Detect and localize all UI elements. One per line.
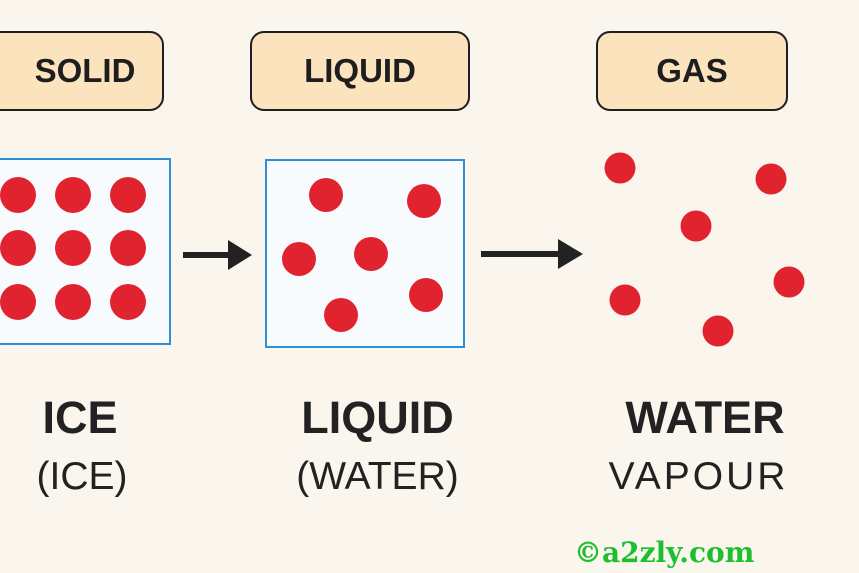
arrow-right-icon	[481, 239, 583, 269]
solid-particle	[0, 284, 36, 320]
solid-label: SOLID	[0, 31, 164, 111]
solid-particle	[110, 177, 146, 213]
liquid-particle	[407, 184, 441, 218]
liquid-particle	[409, 278, 443, 312]
watermark: ©a2zly.com	[574, 536, 755, 569]
gas-particle	[680, 210, 712, 242]
gas-particle	[755, 163, 787, 195]
liquid-subtitle: (WATER)	[296, 455, 459, 498]
liquid-particle	[354, 237, 388, 271]
gas-particle	[773, 266, 805, 298]
solid-particle	[0, 177, 36, 213]
liquid-title: LIQUID	[301, 392, 454, 443]
gas-subtitle: VAPOUR	[608, 455, 789, 498]
liquid-label: LIQUID	[250, 31, 470, 111]
solid-particle	[110, 230, 146, 266]
gas-particle	[609, 284, 641, 316]
ice-title: ICE	[42, 392, 118, 443]
arrow-right-icon	[183, 240, 252, 270]
liquid-particle	[282, 242, 316, 276]
solid-particle	[55, 284, 91, 320]
solid-particle	[110, 284, 146, 320]
gas-title: WATER	[625, 392, 785, 443]
liquid-particle	[324, 298, 358, 332]
solid-particle	[0, 230, 36, 266]
liquid-particle	[309, 178, 343, 212]
solid-particle	[55, 177, 91, 213]
gas-label: GAS	[596, 31, 788, 111]
gas-particle	[702, 315, 734, 347]
gas-particle	[604, 152, 636, 184]
ice-subtitle: (ICE)	[36, 455, 128, 498]
solid-particle	[55, 230, 91, 266]
